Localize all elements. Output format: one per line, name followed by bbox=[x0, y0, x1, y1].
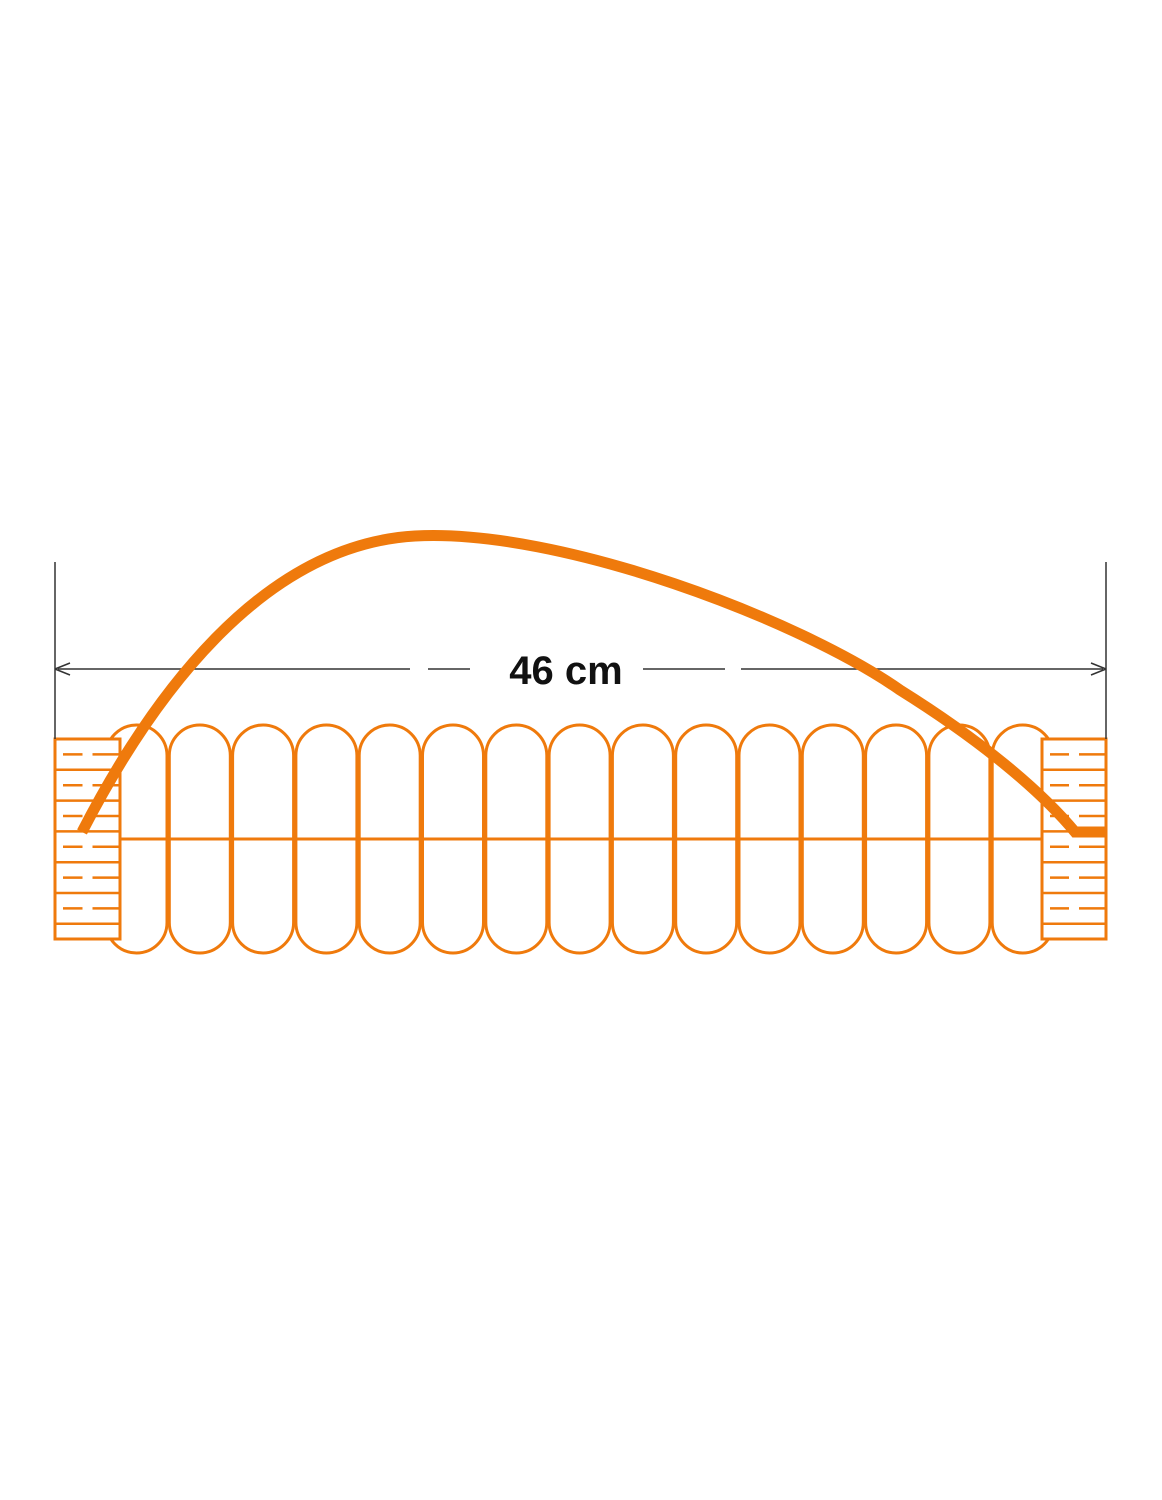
arrow-left-icon bbox=[54, 662, 71, 676]
left-fitting bbox=[53, 737, 122, 941]
right-fitting bbox=[1040, 737, 1108, 941]
dimension-label: 46 cm bbox=[509, 649, 622, 693]
hose-bend-curve bbox=[77, 530, 1106, 838]
dimension-line bbox=[54, 562, 1107, 739]
arrow-right-icon bbox=[1090, 662, 1107, 676]
